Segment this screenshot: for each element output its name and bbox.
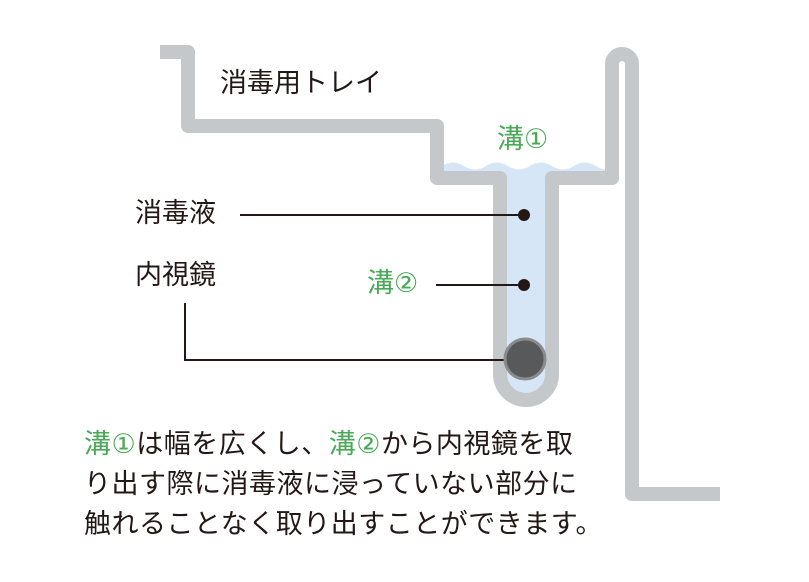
endoscope-cross-section (503, 337, 547, 381)
tray-outline (160, 45, 720, 501)
description-groove2: 溝② (328, 429, 381, 460)
endoscope-leader-line (184, 303, 505, 361)
groove2-label: 溝② (367, 268, 419, 299)
description-text: 溝①は幅を広くし、溝②から内視鏡を取 り出す際に消毒液に浸っていない部分に 触れ… (84, 425, 644, 545)
disinfectant-liquid (442, 162, 612, 396)
tray-label: 消毒用トレイ (220, 68, 382, 99)
description-segment: から内視鏡を取 (380, 429, 574, 460)
description-groove1: 溝① (84, 429, 137, 460)
description-segment: は幅を広くし、 (136, 429, 329, 460)
liquid-label: 消毒液 (135, 198, 216, 229)
groove1-label: 溝① (497, 124, 549, 155)
description-line-3: 触れることなく取り出すことができます。 (84, 509, 603, 540)
description-line-1: 溝①は幅を広くし、溝②から内視鏡を取 (84, 425, 644, 465)
groove2-leader-dot (518, 279, 530, 291)
description-line-2: り出す際に消毒液に浸っていない部分に (84, 469, 578, 500)
endoscope-label: 内視鏡 (135, 260, 216, 291)
liquid-leader-dot (518, 209, 530, 221)
